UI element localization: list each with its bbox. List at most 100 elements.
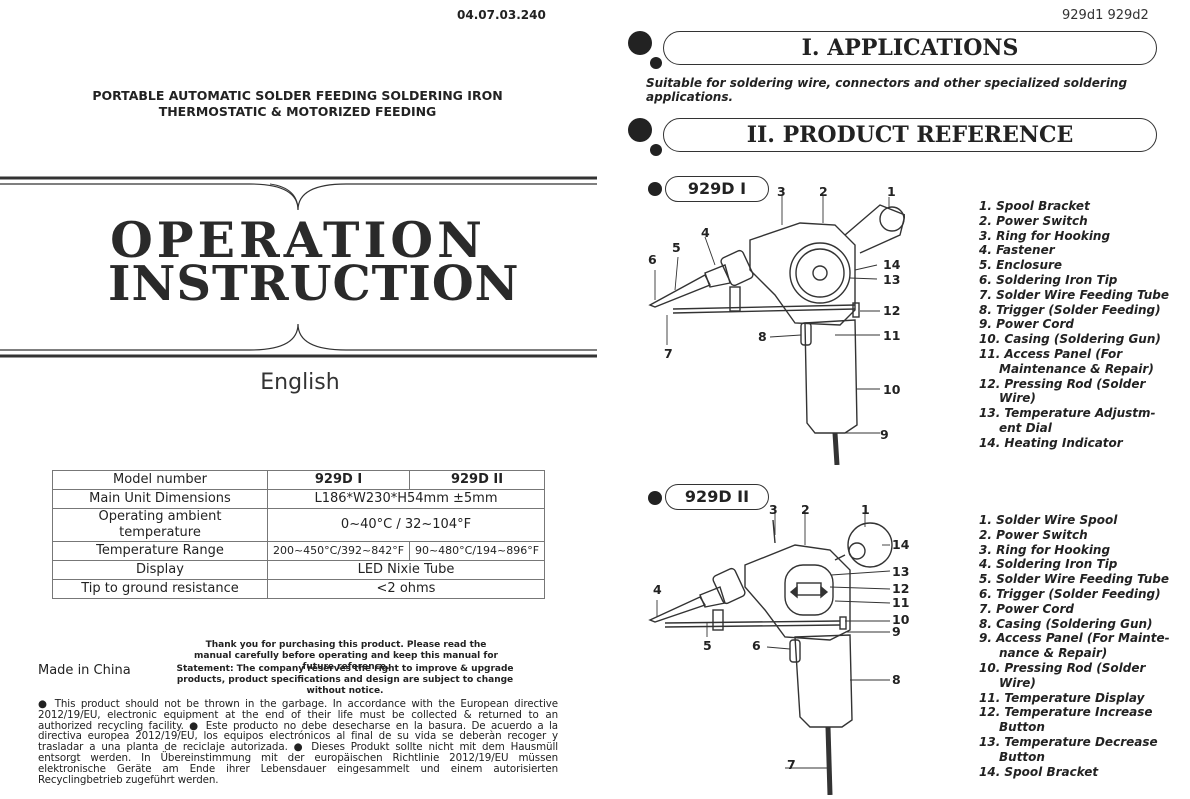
list-item: ent Dial: [979, 421, 1169, 436]
table-cell: 90~480°C/194~896°F: [409, 541, 545, 561]
list-item: 13. Temperature Decrease: [979, 734, 1158, 749]
list-item: 9. Power Cord: [979, 317, 1075, 332]
list-item: 10. Pressing Rod (Solder: [979, 660, 1146, 675]
subtitle-line-2: THERMOSTATIC & MOTORIZED FEEDING: [158, 104, 437, 119]
list-item: 2. Power Switch: [979, 527, 1088, 542]
title-line-1: OPERATION: [110, 211, 486, 269]
table-cell: 929D I: [266, 470, 411, 490]
list-item: Button: [979, 720, 1170, 735]
list-item: 8. Trigger (Solder Feeding): [979, 302, 1161, 317]
callout-5: 5: [703, 638, 712, 653]
list-item: 11. Access Panel (For: [979, 346, 1123, 361]
list-item: 4. Soldering Iron Tip: [979, 557, 1118, 572]
callout-5: 5: [672, 240, 681, 255]
table-cell: 200~450°C/392~842°F: [266, 541, 411, 561]
table-cell: L186*W230*H54mm ±5mm: [267, 489, 545, 509]
decorative-dividers: [0, 176, 597, 358]
callout-9: 9: [892, 624, 901, 639]
list-item: 7. Solder Wire Feeding Tube: [979, 287, 1169, 302]
list-item: 3. Ring for Hooking: [979, 542, 1111, 557]
table-row: Model number 929D I 929D II: [52, 470, 545, 490]
callout-11: 11: [892, 595, 910, 610]
list-item: 4. Fastener: [979, 243, 1055, 258]
thank-you-note: Thank you for purchasing this product. P…: [194, 640, 498, 672]
callout-4: 4: [653, 582, 662, 597]
list-item: 6. Soldering Iron Tip: [979, 272, 1118, 287]
callout-7: 7: [664, 346, 673, 361]
made-in-label: Made in China: [38, 663, 131, 678]
list-item: 2. Power Switch: [979, 213, 1088, 228]
soldering-gun-929d2-diagram: [648, 510, 893, 795]
list-item: 5. Solder Wire Feeding Tube: [979, 572, 1169, 587]
list-item: 8. Casing (Soldering Gun): [979, 616, 1153, 631]
model-929d2-label: 929D II: [665, 484, 769, 510]
product-subtitle: PORTABLE AUTOMATIC SOLDER FEEDING SOLDER…: [60, 88, 535, 120]
table-cell: 929D II: [409, 470, 545, 490]
callout-2: 2: [801, 502, 810, 517]
callout-2: 2: [819, 184, 828, 199]
title-line-2: INSTRUCTION: [108, 256, 520, 312]
callout-12: 12: [883, 303, 901, 318]
callout-13: 13: [883, 272, 901, 287]
model-929d1-label: 929D I: [665, 176, 769, 202]
table-cell: Tip to ground resistance: [52, 579, 268, 599]
list-item: 14. Spool Bracket: [979, 764, 1099, 779]
list-item: 11. Temperature Display: [979, 690, 1145, 705]
list-item: 5. Enclosure: [979, 258, 1063, 273]
list-item-continuation: Maintenance & Repair): [999, 361, 1154, 376]
table-row: Display LED Nixie Tube: [52, 560, 545, 580]
list-item: Wire): [979, 391, 1169, 406]
statement-note: Statement: The company reserves the righ…: [176, 664, 514, 696]
list-item: 3. Ring for Hooking: [979, 228, 1111, 243]
table-cell: Display: [52, 560, 268, 580]
list-item-continuation: Wire): [999, 391, 1036, 406]
table-cell: <2 ohms: [267, 579, 545, 599]
list-item: 1. Solder Wire Spool: [979, 513, 1118, 527]
list-item-continuation: Button: [999, 749, 1045, 764]
table-cell: 0~40°C / 32~104°F: [267, 508, 545, 542]
list-item-continuation: Wire): [999, 675, 1036, 690]
callout-14: 14: [883, 257, 901, 272]
list-item: 14. Heating Indicator: [979, 435, 1123, 450]
callout-9: 9: [880, 427, 889, 442]
section-bullet-icon: [628, 31, 662, 69]
callout-6: 6: [648, 252, 657, 267]
section-bullet-icon: [628, 118, 662, 156]
list-item: 6. Trigger (Solder Feeding): [979, 586, 1161, 601]
callout-8: 8: [892, 672, 901, 687]
list-item: Wire): [979, 676, 1170, 691]
callout-3: 3: [777, 184, 786, 199]
callout-10: 10: [883, 382, 901, 397]
document-code: 04.07.03.240: [457, 8, 546, 22]
soldering-gun-929d1-diagram: [648, 195, 905, 465]
callout-10: 10: [892, 612, 910, 627]
list-item: 9. Access Panel (For Mainte-: [979, 631, 1170, 646]
table-cell: LED Nixie Tube: [267, 560, 545, 580]
list-item: 1. Spool Bracket: [979, 199, 1090, 213]
model-bullet-icon: [648, 491, 662, 505]
table-cell: Temperature Range: [52, 541, 268, 561]
section-applications-title: I. APPLICATIONS: [663, 31, 1157, 65]
list-item: 12. Pressing Rod (Solder: [979, 376, 1146, 391]
document-title: OPERATION INSTRUCTION: [108, 211, 520, 312]
table-cell: Model number: [52, 470, 268, 490]
list-item: Button: [979, 750, 1170, 765]
list-item: Maintenance & Repair): [979, 362, 1169, 377]
table-cell: Main Unit Dimensions: [52, 489, 268, 509]
list-item: nance & Repair): [979, 646, 1170, 661]
table-row: Operating ambient temperature 0~40°C / 3…: [52, 508, 545, 542]
callout-4: 4: [701, 225, 710, 240]
callout-11: 11: [883, 328, 901, 343]
subtitle-line-1: PORTABLE AUTOMATIC SOLDER FEEDING SOLDER…: [92, 88, 503, 103]
list-item-continuation: ent Dial: [999, 420, 1052, 435]
callout-12: 12: [892, 581, 910, 596]
parts-list-929d1: 1. Spool Bracket 2. Power Switch 3. Ring…: [979, 199, 1169, 451]
table-row: Main Unit Dimensions L186*W230*H54mm ±5m…: [52, 489, 545, 509]
list-item-continuation: nance & Repair): [999, 646, 1108, 661]
specs-table: Model number 929D I 929D II Main Unit Di…: [52, 470, 545, 599]
table-row: Temperature Range 200~450°C/392~842°F 90…: [52, 541, 545, 561]
table-row: Tip to ground resistance <2 ohms: [52, 579, 545, 599]
disposal-notice: ● This product should not be thrown in t…: [38, 698, 558, 786]
list-item: 13. Temperature Adjustm-: [979, 406, 1156, 421]
callout-1: 1: [887, 184, 896, 199]
